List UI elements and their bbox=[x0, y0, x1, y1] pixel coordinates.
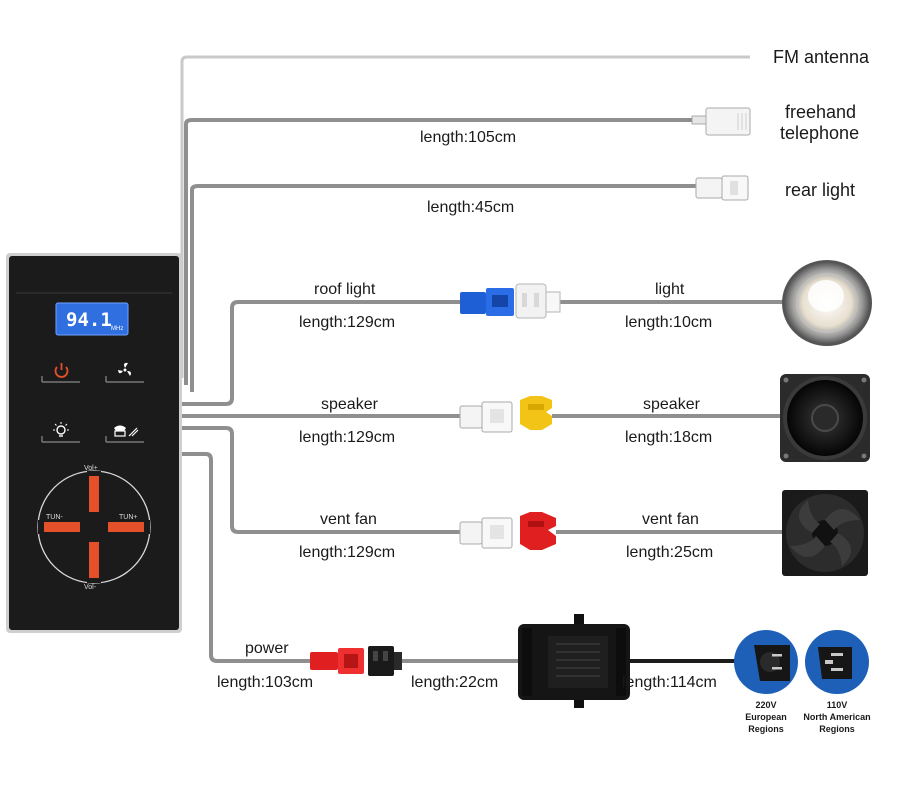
na-plug-region-line1: North American bbox=[803, 712, 870, 722]
roof-light-lamp bbox=[782, 260, 872, 346]
vent-fan-label: vent fan bbox=[320, 511, 377, 528]
vent-fan-length: length:129cm bbox=[299, 544, 395, 561]
vol-down-button[interactable] bbox=[89, 542, 99, 578]
tun-down-label: TUN- bbox=[46, 514, 63, 521]
adapter-out-length: length:114cm bbox=[622, 674, 717, 691]
eu-plug-region-line1: European bbox=[745, 712, 787, 722]
vent-fan-connector-white bbox=[459, 517, 513, 549]
lcd-frequency: 94.1 bbox=[66, 309, 112, 331]
light-button[interactable] bbox=[40, 420, 82, 444]
speaker-device-length: length:18cm bbox=[625, 429, 712, 446]
roof-light-device-length: length:10cm bbox=[625, 314, 712, 331]
eu-plug-region-line2: Regions bbox=[748, 724, 784, 734]
roof-light-label: roof light bbox=[314, 281, 376, 298]
fm-antenna-wire bbox=[180, 55, 750, 378]
speaker-connector-yellow bbox=[520, 396, 552, 430]
vent-fan-device-length: length:25cm bbox=[626, 544, 713, 561]
power-button[interactable] bbox=[40, 360, 82, 384]
power-adapter bbox=[518, 614, 630, 708]
speaker-connector-white bbox=[459, 401, 513, 433]
fan-icon bbox=[118, 362, 131, 376]
speaker-length: length:129cm bbox=[299, 429, 395, 446]
power-length: length:103cm bbox=[217, 674, 313, 691]
roof-light-length: length:129cm bbox=[299, 314, 395, 331]
adapter-in-length: length:22cm bbox=[411, 674, 498, 691]
vent-fan-device bbox=[782, 490, 868, 576]
telephone-length: length:105cm bbox=[420, 129, 516, 146]
eu-plug bbox=[734, 630, 798, 694]
speaker-label: speaker bbox=[321, 396, 379, 413]
tun-down-button[interactable] bbox=[44, 522, 80, 532]
fan-button[interactable] bbox=[104, 360, 146, 384]
power-label: power bbox=[245, 640, 289, 657]
vol-down-label: Vol- bbox=[84, 584, 97, 591]
telephone-icon bbox=[114, 425, 139, 437]
telephone-plug bbox=[691, 107, 751, 136]
telephone-label-line2: telephone bbox=[780, 123, 859, 143]
speaker-device-label: speaker bbox=[643, 396, 701, 413]
tun-up-label: TUN+ bbox=[119, 514, 137, 521]
vent-fan-connector-red bbox=[520, 512, 556, 550]
na-plug-voltage: 110V bbox=[827, 700, 848, 710]
speaker-device bbox=[780, 374, 870, 462]
roof-light-connector-blue bbox=[460, 288, 514, 316]
power-wire bbox=[180, 452, 312, 663]
lcd-unit: MHz bbox=[111, 326, 123, 332]
tun-up-button[interactable] bbox=[108, 522, 144, 532]
eu-plug-voltage: 220V bbox=[755, 700, 776, 710]
vol-up-button[interactable] bbox=[89, 476, 99, 512]
light-bulb-icon bbox=[53, 422, 69, 437]
power-icon bbox=[54, 363, 69, 378]
vent-fan-device-label: vent fan bbox=[642, 511, 699, 528]
roof-light-device-label: light bbox=[655, 281, 685, 298]
telephone-label-line1: freehand bbox=[785, 102, 856, 122]
roof-light-wire bbox=[180, 300, 462, 406]
power-connector-red bbox=[310, 648, 364, 674]
telephone-wire bbox=[184, 118, 695, 385]
lcd-display bbox=[55, 302, 129, 336]
fm-antenna-label: FM antenna bbox=[773, 47, 870, 67]
vol-up-label: Vol+ bbox=[84, 465, 98, 472]
control-panel: 94.1 MHz bbox=[6, 253, 182, 633]
rear-light-plug bbox=[695, 175, 749, 201]
vent-fan-wire bbox=[180, 426, 462, 534]
na-plug-region-line2: Regions bbox=[819, 724, 855, 734]
rear-light-wire bbox=[190, 184, 698, 392]
na-plug bbox=[805, 630, 869, 694]
roof-light-connector-white bbox=[515, 283, 561, 319]
phone-button[interactable] bbox=[104, 420, 146, 444]
rear-light-length: length:45cm bbox=[427, 199, 514, 216]
rear-light-label: rear light bbox=[785, 180, 855, 200]
power-connector-black bbox=[368, 646, 402, 676]
